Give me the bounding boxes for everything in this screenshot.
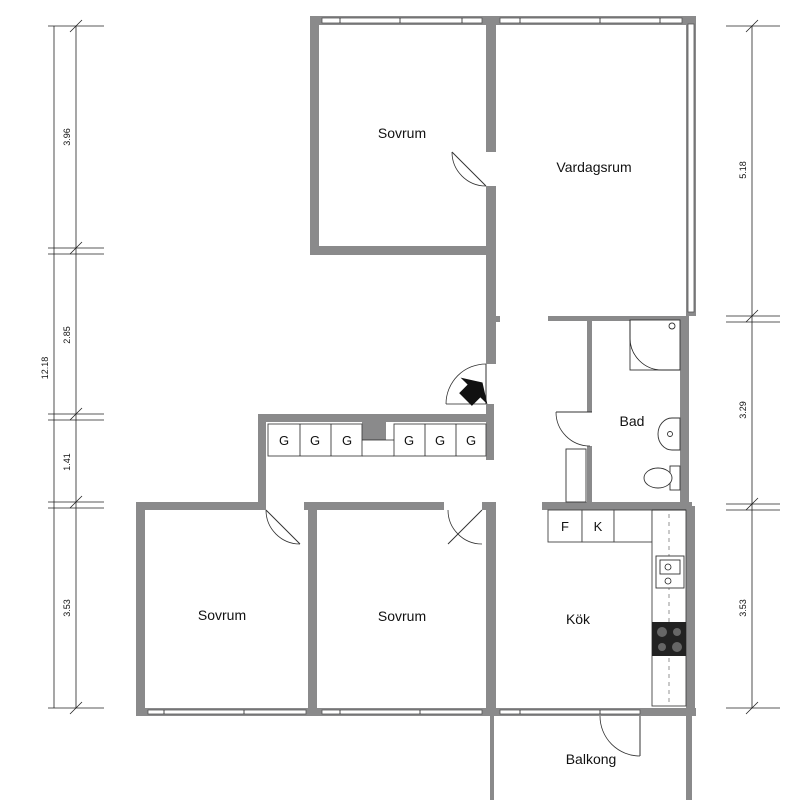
- dimension-label: 3.53: [738, 599, 748, 617]
- room-label-vardagsrum: Vardagsrum: [556, 159, 631, 175]
- closets: [267, 423, 487, 457]
- room-label-sovrum-left: Sovrum: [198, 607, 246, 623]
- dimension-total-label: 12.18: [40, 357, 50, 380]
- entrance-arrow-icon: [459, 377, 488, 406]
- closet-label: G: [279, 433, 289, 448]
- doors: [265, 151, 641, 757]
- closet-label: G: [310, 433, 320, 448]
- closet-label: G: [404, 433, 414, 448]
- kitchen-sink: [655, 555, 685, 589]
- room-label-balkong: Balkong: [566, 751, 617, 767]
- closet-label: G: [466, 433, 476, 448]
- closet-label: G: [342, 433, 352, 448]
- dimension-lines-right: [726, 19, 780, 715]
- room-label-sovrum-mid: Sovrum: [378, 608, 426, 624]
- stove: [652, 622, 686, 656]
- room-label-sovrum-top: Sovrum: [378, 125, 426, 141]
- dimension-lines-left: [48, 19, 104, 715]
- dimension-label: 3.96: [62, 128, 72, 146]
- fridge-label: F: [561, 519, 569, 534]
- bath-cabinet: [565, 448, 587, 503]
- toilet: [643, 465, 681, 491]
- room-label-kok: Kök: [566, 611, 591, 627]
- dimension-label: 2.85: [62, 326, 72, 344]
- freezer-label: K: [594, 519, 603, 534]
- dimension-label: 3.53: [62, 599, 72, 617]
- dimension-label: 3.29: [738, 401, 748, 419]
- kitchen-units: [547, 509, 687, 707]
- bathroom-sink: [657, 417, 681, 451]
- dimension-label: 1.41: [62, 453, 72, 471]
- windows: [147, 17, 695, 715]
- closet-label: G: [435, 433, 445, 448]
- room-label-bad: Bad: [620, 413, 645, 429]
- dimension-label: 5.18: [738, 161, 748, 179]
- shower: [629, 319, 681, 371]
